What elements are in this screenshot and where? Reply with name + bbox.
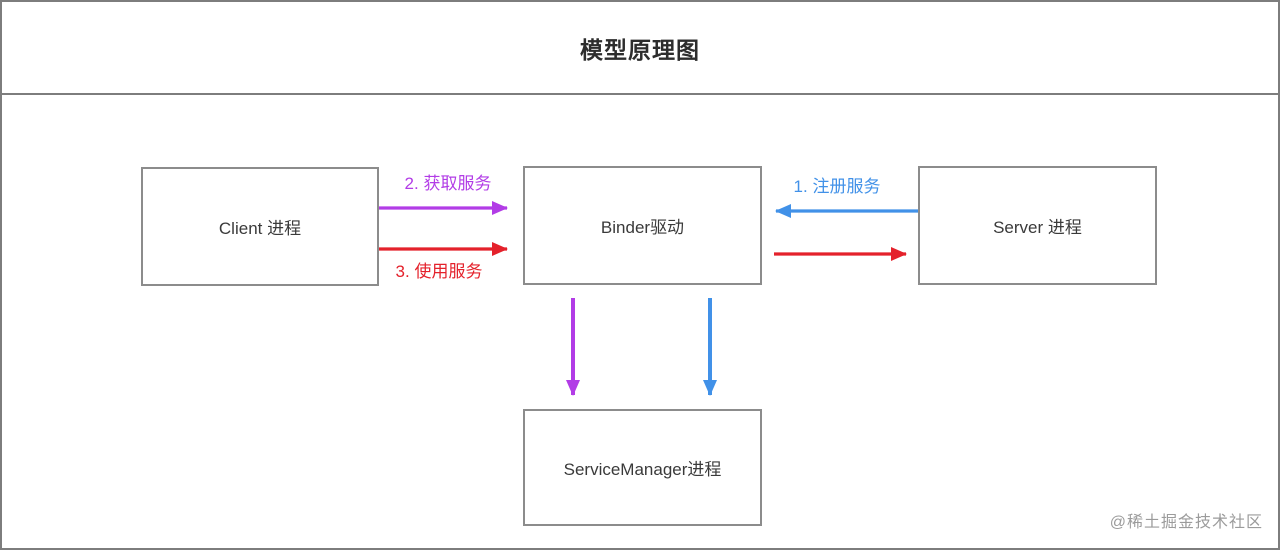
use-service-arrow-label: 3. 使用服务 xyxy=(395,262,483,281)
watermark: @稀土掘金技术社区 xyxy=(1109,514,1263,531)
register-service-arrow-label: 1. 注册服务 xyxy=(793,177,881,196)
servicemanager-process-box: ServiceManager进程 xyxy=(523,409,762,526)
servicemanager-process-label: ServiceManager进程 xyxy=(563,460,722,479)
binder-driver-box: Binder驱动 xyxy=(523,166,762,285)
binder-driver-label: Binder驱动 xyxy=(600,218,685,237)
acquire-service-arrow-label: 2. 获取服务 xyxy=(404,174,492,193)
page-title: 模型原理图 xyxy=(580,36,700,63)
server-process-box: Server 进程 xyxy=(918,166,1157,285)
server-process-label: Server 进程 xyxy=(993,218,1082,237)
title-bar: 模型原理图 xyxy=(2,2,1278,95)
client-process-label: Client 进程 xyxy=(218,219,302,238)
client-process-box: Client 进程 xyxy=(141,167,379,286)
